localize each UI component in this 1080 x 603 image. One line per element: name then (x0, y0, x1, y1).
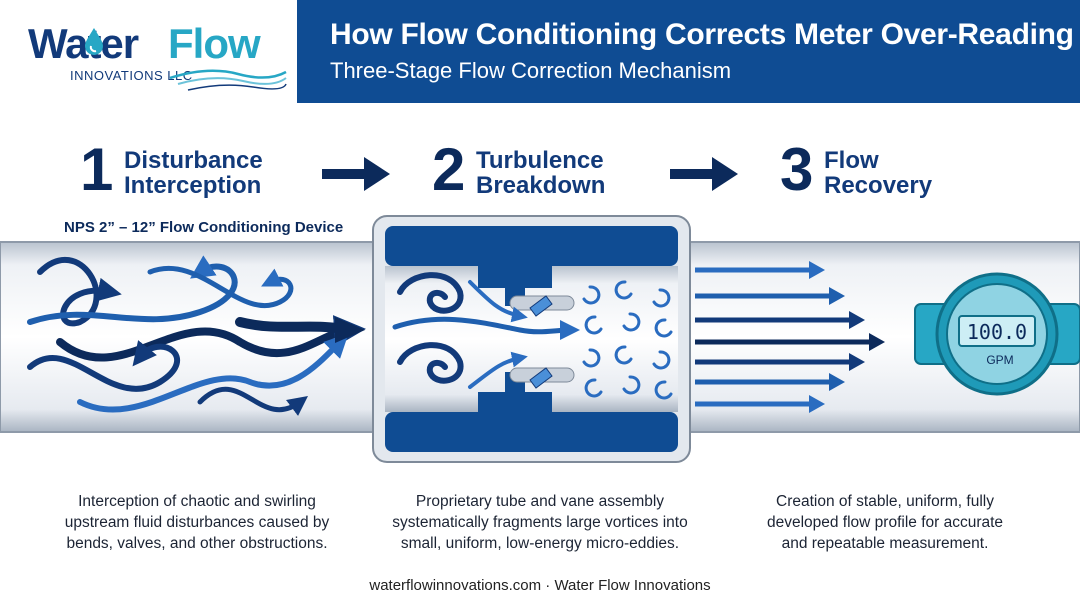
page-subtitle: Three-Stage Flow Correction Mechanism (330, 58, 732, 83)
stage-1-description: Interception of chaotic and swirling ups… (47, 491, 347, 554)
uniform-flow-arrowhead (809, 261, 825, 279)
stage-2-number: 2 (432, 136, 466, 203)
chaotic-flow-arrows (27, 255, 366, 416)
uniform-flow-arrowhead (809, 395, 825, 413)
uniform-flow-arrowhead (849, 353, 865, 371)
footer-text: waterflowinnovations.com · Water Flow In… (369, 577, 711, 594)
logo-word-flow: Flow (168, 20, 261, 67)
uniform-flow-arrowhead (869, 333, 885, 351)
uniform-flow-arrowhead (829, 373, 845, 391)
stage-3-label-line2: Recovery (824, 172, 933, 199)
logo-word-water: Water (28, 20, 139, 67)
micro-eddies (582, 280, 673, 400)
stage-2-label: Turbulence Breakdown (476, 148, 605, 198)
device-label: NPS 2” – 12” Flow Conditioning Device (64, 219, 344, 236)
stage-3-description-line: Creation of stable, uniform, fully (776, 493, 994, 510)
logo-subtitle: INNOVATIONS LLC (70, 68, 193, 83)
stage-3-description-line: developed flow profile for accurate (766, 514, 1004, 531)
wave-swoosh-icon (169, 69, 287, 91)
stage-2-description-line: Proprietary tube and vane assembly (415, 493, 665, 510)
uniform-flow-arrowhead (849, 311, 865, 329)
stage-2-label-line2: Breakdown (476, 172, 606, 199)
stage-1-description-line: bends, valves, and other obstructions. (66, 535, 328, 552)
uniform-flow-arrows (695, 261, 885, 413)
stage-3-number: 3 (780, 136, 814, 203)
stage-2-description-line: systematically fragments large vortices … (392, 514, 688, 531)
stage-1-label-line1: Disturbance (124, 147, 263, 174)
stage-2-label-line1: Turbulence (476, 147, 604, 174)
stage-3-label-line1: Flow (824, 147, 879, 174)
flow-meter: 100.0 GPM (914, 272, 1080, 396)
water-drop-icon (85, 28, 103, 55)
stage-2-description-line: small, uniform, low-energy micro-eddies. (400, 535, 680, 552)
header-banner: How Flow Conditioning Corrects Meter Ove… (297, 0, 1080, 103)
company-logo: Water Flow INNOVATIONS LLC (28, 20, 288, 100)
vortex-arrows (392, 272, 580, 389)
stage-1-number: 1 (80, 136, 114, 203)
uniform-flow-arrowhead (829, 287, 845, 305)
flow-conditioner-housing (372, 215, 691, 463)
meter-reading: 100.0 (967, 320, 1027, 344)
arrow-right-icon (670, 157, 738, 191)
stage-2-description: Proprietary tube and vane assembly syste… (380, 491, 700, 554)
stage-3-description: Creation of stable, uniform, fully devel… (735, 491, 1035, 554)
arrow-right-icon (322, 157, 390, 191)
page-title: How Flow Conditioning Corrects Meter Ove… (330, 18, 1074, 51)
stage-1-description-line: Interception of chaotic and swirling (78, 493, 316, 510)
stage-1-label: Disturbance Interception (124, 148, 263, 198)
stage-1-description-line: upstream fluid disturbances caused by (64, 514, 330, 531)
stage-3-description-line: and repeatable measurement. (781, 535, 989, 552)
flow-diagram: 100.0 GPM (0, 215, 1080, 463)
stage-3-label: Flow Recovery (824, 148, 932, 198)
stage-1-label-line2: Interception (124, 172, 262, 199)
meter-unit: GPM (986, 353, 1013, 367)
